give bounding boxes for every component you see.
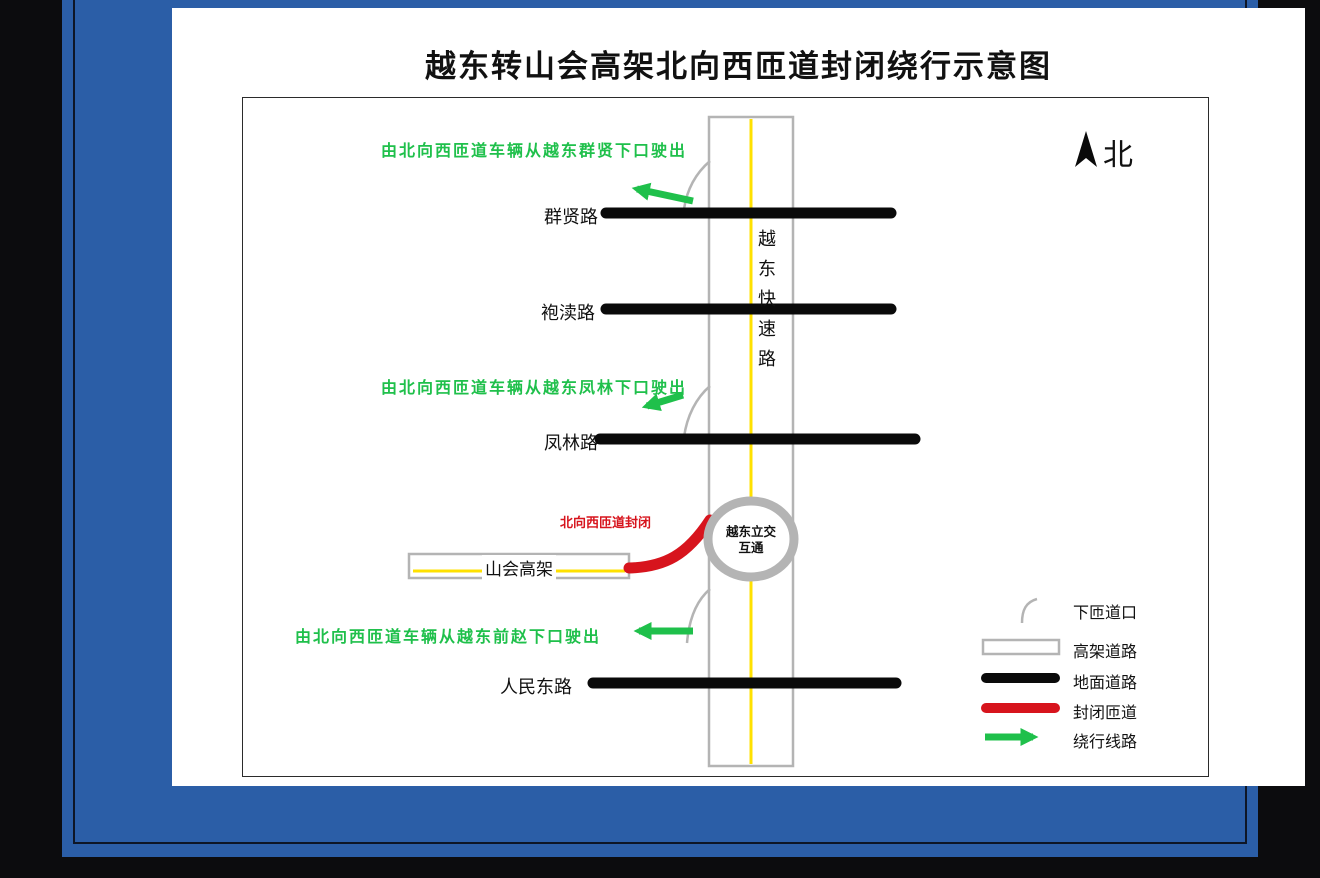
interchange-ring: [703, 496, 799, 582]
diagram-shapes: [407, 115, 1097, 768]
detour-arrow-middle-icon: [641, 391, 685, 411]
blue-frame: 越东转山会高架北向西匝道封闭绕行示意图: [62, 0, 1305, 857]
expressway-label: 越东快速路: [756, 229, 776, 379]
legend-elevated-road-symbol: [981, 638, 1061, 656]
detour-arrow-top-icon: [631, 182, 694, 205]
legend-detour-route-label: 绕行线路: [1073, 734, 1138, 751]
interchange-label-line2: 互通: [738, 541, 764, 555]
page-title: 越东转山会高架北向西匝道封闭绕行示意图: [425, 49, 1052, 84]
diagram-canvas: 北 越东快速路 群贤路 袍渎路 凤林路 人民东路 山会高架 越东立交 互通 北向…: [242, 97, 1209, 777]
north-arrow-icon: [1075, 131, 1097, 167]
legend-ground-road-label: 地面道路: [1073, 675, 1138, 692]
closed-ramp-line: [623, 514, 716, 574]
page: 越东转山会高架北向西匝道封闭绕行示意图: [172, 8, 1305, 786]
closed-ramp-label: 北向西匝道封闭: [560, 515, 652, 530]
detour-note-middle: 由北向西匝道车辆从越东凤林下口驶出: [381, 380, 688, 397]
legend-elevated-road-label: 高架道路: [1073, 644, 1138, 661]
north-label: 北: [1103, 139, 1133, 172]
detour-note-bottom: 由北向西匝道车辆从越东前赵下口驶出: [295, 629, 602, 646]
legend-closed-ramp-label: 封闭匝道: [1073, 705, 1138, 722]
ramp-exit-curve-middle: [682, 385, 711, 438]
legend-ramp-exit-symbol: [1020, 597, 1038, 624]
legend-ramp-exit-label: 下匝道口: [1073, 605, 1138, 622]
road-paodu-label: 袍渎路: [541, 303, 595, 323]
interchange-label: 越东立交 互通: [726, 524, 776, 556]
road-qunxian-label: 群贤路: [544, 207, 598, 227]
road-fenglin-label: 凤林路: [544, 433, 598, 453]
detour-note-top: 由北向西匝道车辆从越东群贤下口驶出: [381, 143, 688, 160]
ramp-exit-curve-bottom: [685, 588, 711, 644]
shanhui-label: 山会高架: [482, 555, 556, 580]
road-renmin-label: 人民东路: [500, 677, 572, 697]
ramp-exit-curve-top: [682, 160, 711, 210]
interchange-label-line1: 越东立交: [725, 525, 777, 539]
